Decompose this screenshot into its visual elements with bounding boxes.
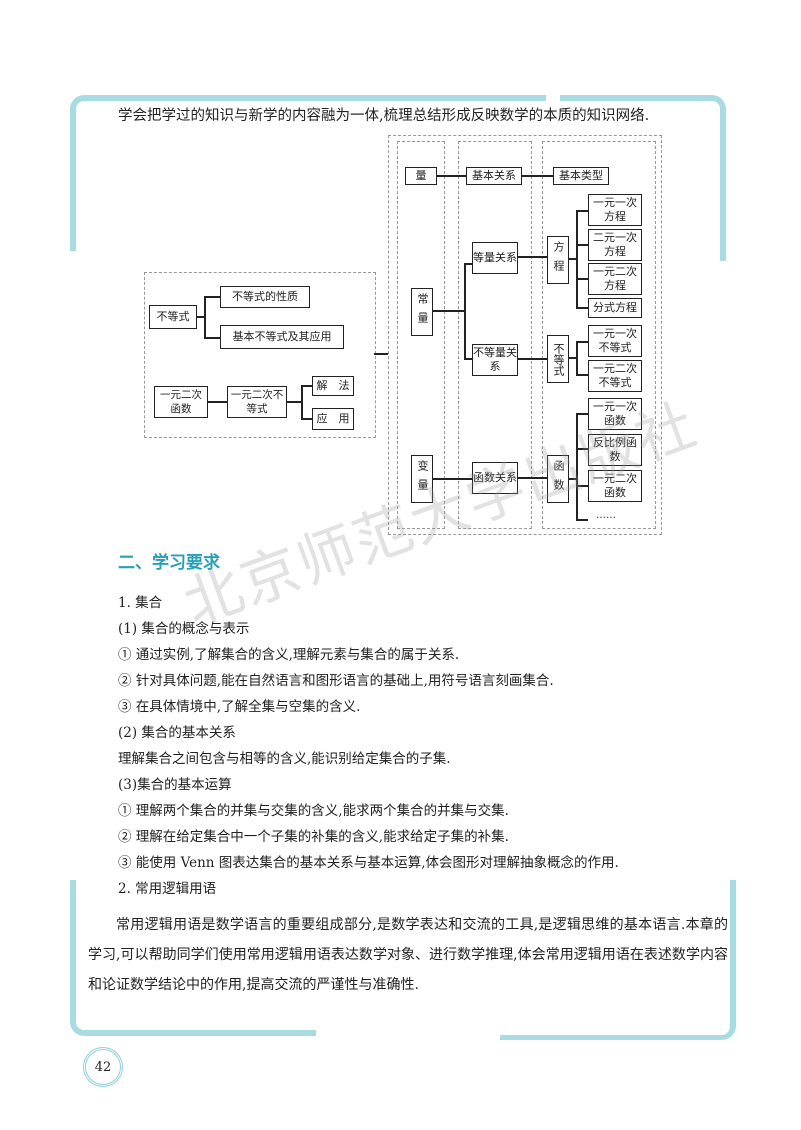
line-2: (1) 集合的概念与表示 [118,621,250,637]
node-ellipsis: …… [596,510,616,521]
node-inequality: 不等式 [149,305,197,329]
node-equal-relation: 等量关系 [472,242,518,274]
node-linear-eq-1var: 一元一次方程 [588,194,642,226]
line-12: 2. 常用逻辑用语 [118,881,217,897]
page-frame-bottom-right [500,880,736,1040]
line-5: ③ 在具体情境中,了解全集与空集的含义. [118,699,361,715]
intro-text: 学会把学过的知识与新学的内容融为一体,梳理总结形成反映数学的本质的知识网络. [118,108,650,124]
line-11: ③ 能使用 Venn 图表达集合的基本关系与基本运算,体会图形对理解抽象概念的作… [118,855,619,871]
node-linear-ineq: 一元一次不等式 [588,325,642,357]
node-quadratic-ineq: 一元二次不等式 [588,360,642,392]
node-basic-ineq: 基本不等式及其应用 [220,325,344,349]
line-9: ① 理解两个集合的并集与交集的含义,能求两个集合的并集与交集. [118,803,509,819]
node-ineq-property: 不等式的性质 [220,286,310,308]
line-6: (2) 集合的基本关系 [118,725,236,741]
line-10: ② 理解在给定集合中一个子集的补集的含义,能求给定子集的补集. [118,829,509,845]
node-inequality-type: 不等式 [547,335,569,383]
node-fractional-eq: 分式方程 [588,298,642,318]
page-frame-bottom-left [70,880,316,1036]
node-application: 应 用 [312,408,354,430]
node-variable: 变量 [411,455,433,503]
node-quad-func: 一元二次函数 [154,386,208,418]
node-unequal-relation: 不等量关系 [472,344,518,376]
node-quadratic-func: 一元二次函数 [588,470,642,502]
line-3: ① 通过实例,了解集合的含义,理解元素与集合的属于关系. [118,647,460,663]
page-number: 42 [83,1047,123,1087]
line-8: (3)集合的基本运算 [118,777,232,793]
line-1: 1. 集合 [118,595,163,611]
node-quadratic-eq: 一元二次方程 [588,263,642,295]
node-function: 函数 [547,455,569,503]
node-quantity: 量 [405,167,437,185]
node-inverse-prop-func: 反比例函数 [588,434,642,466]
node-basic-relation: 基本关系 [466,167,522,185]
logic-paragraph: 常用逻辑用语是数学语言的重要组成部分,是数学表达和交流的工具,是逻辑思维的基本语… [88,917,728,993]
node-linear-eq-2var: 二元一次方程 [588,229,642,261]
line-4: ② 针对具体问题,能在自然语言和图形语言的基础上,用符号语言刻画集合. [118,673,554,689]
node-linear-func: 一元一次函数 [588,398,642,430]
node-constant: 常量 [411,288,433,336]
node-quad-ineq: 一元二次不等式 [227,386,287,418]
page-frame-top-right [560,95,726,261]
node-basic-type: 基本类型 [553,167,609,185]
page-frame-top-left [70,95,546,251]
node-solution-method: 解 法 [312,376,354,396]
node-equation: 方程 [547,236,569,284]
node-function-relation: 函数关系 [472,462,518,494]
line-7: 理解集合之间包含与相等的含义,能识别给定集合的子集. [118,751,451,767]
section-title: 二、学习要求 [118,553,220,573]
